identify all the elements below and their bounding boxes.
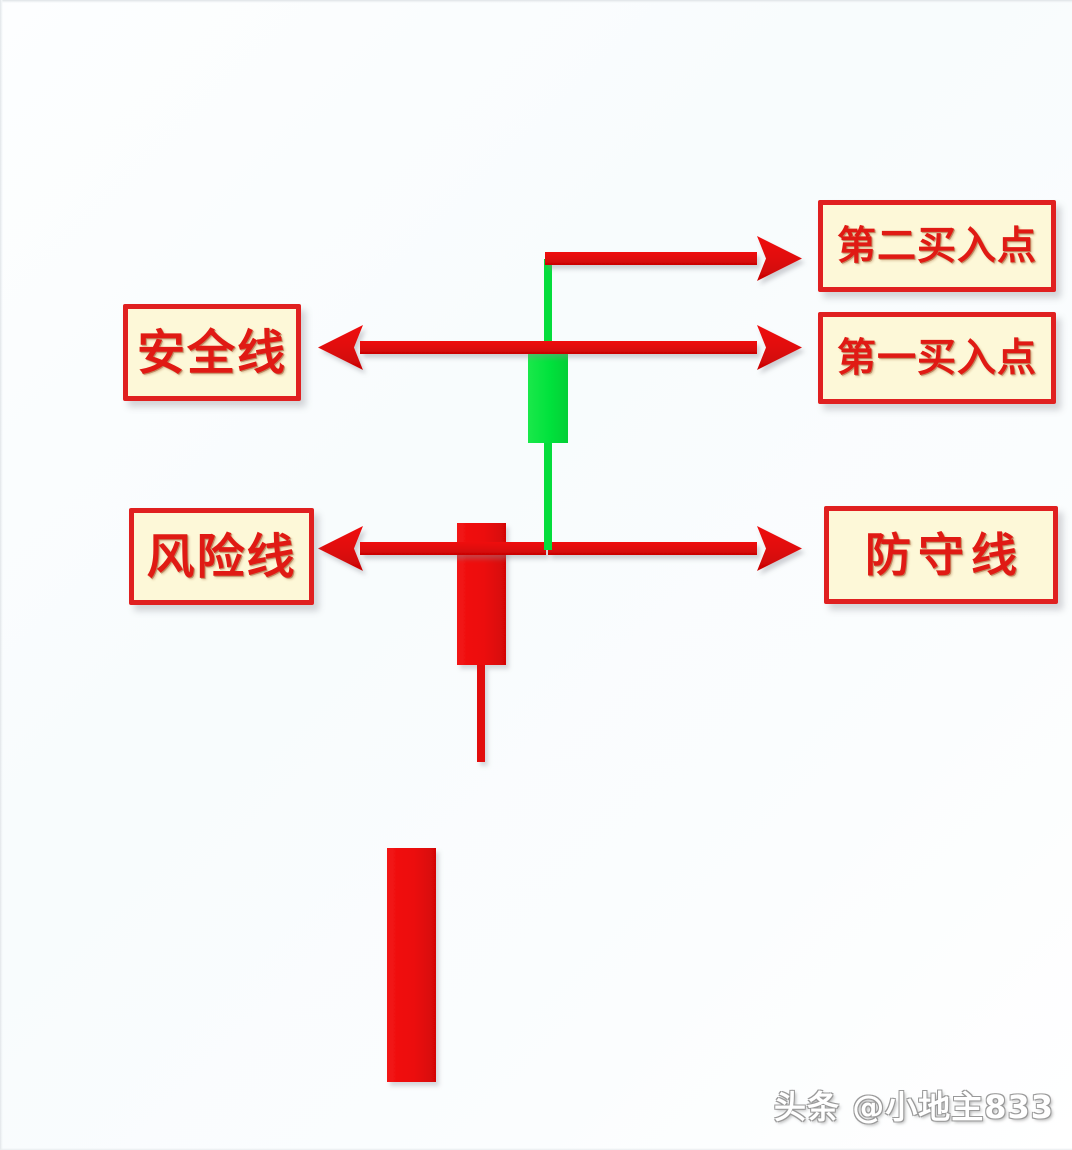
- label-second-buy-point[interactable]: 第二买入点: [818, 200, 1056, 292]
- label-risk-line[interactable]: 风险线: [129, 508, 314, 605]
- page-edge-top: [0, 0, 1072, 3]
- label-risk-line-text: 风险线: [146, 528, 297, 585]
- label-second-buy-point-text: 第二买入点: [836, 223, 1037, 269]
- label-first-buy-point-text: 第一买入点: [836, 335, 1037, 381]
- label-safety-line[interactable]: 安全线: [123, 304, 301, 401]
- candle-green-up: [528, 259, 568, 550]
- arrow-second-buy-point: [545, 236, 802, 281]
- watermark: 头条 @小地主833: [774, 1088, 1054, 1126]
- arrow-safety-to-first-buy-point: [318, 325, 802, 370]
- label-defense-line[interactable]: 防守线: [824, 506, 1058, 604]
- arrow-defense-line-right: [548, 526, 802, 571]
- candle-bottom-red: [387, 848, 436, 1082]
- label-defense-line-text: 防守线: [865, 528, 1024, 582]
- page-edge-left: [0, 0, 3, 1150]
- label-safety-line-text: 安全线: [136, 324, 287, 381]
- label-first-buy-point[interactable]: 第一买入点: [818, 312, 1056, 404]
- green-wick-tip-overlay: [544, 536, 552, 550]
- arrow-risk-line-left: [318, 526, 546, 571]
- candle-red-down: [457, 523, 506, 762]
- page-edge-bottom: [0, 1148, 1072, 1150]
